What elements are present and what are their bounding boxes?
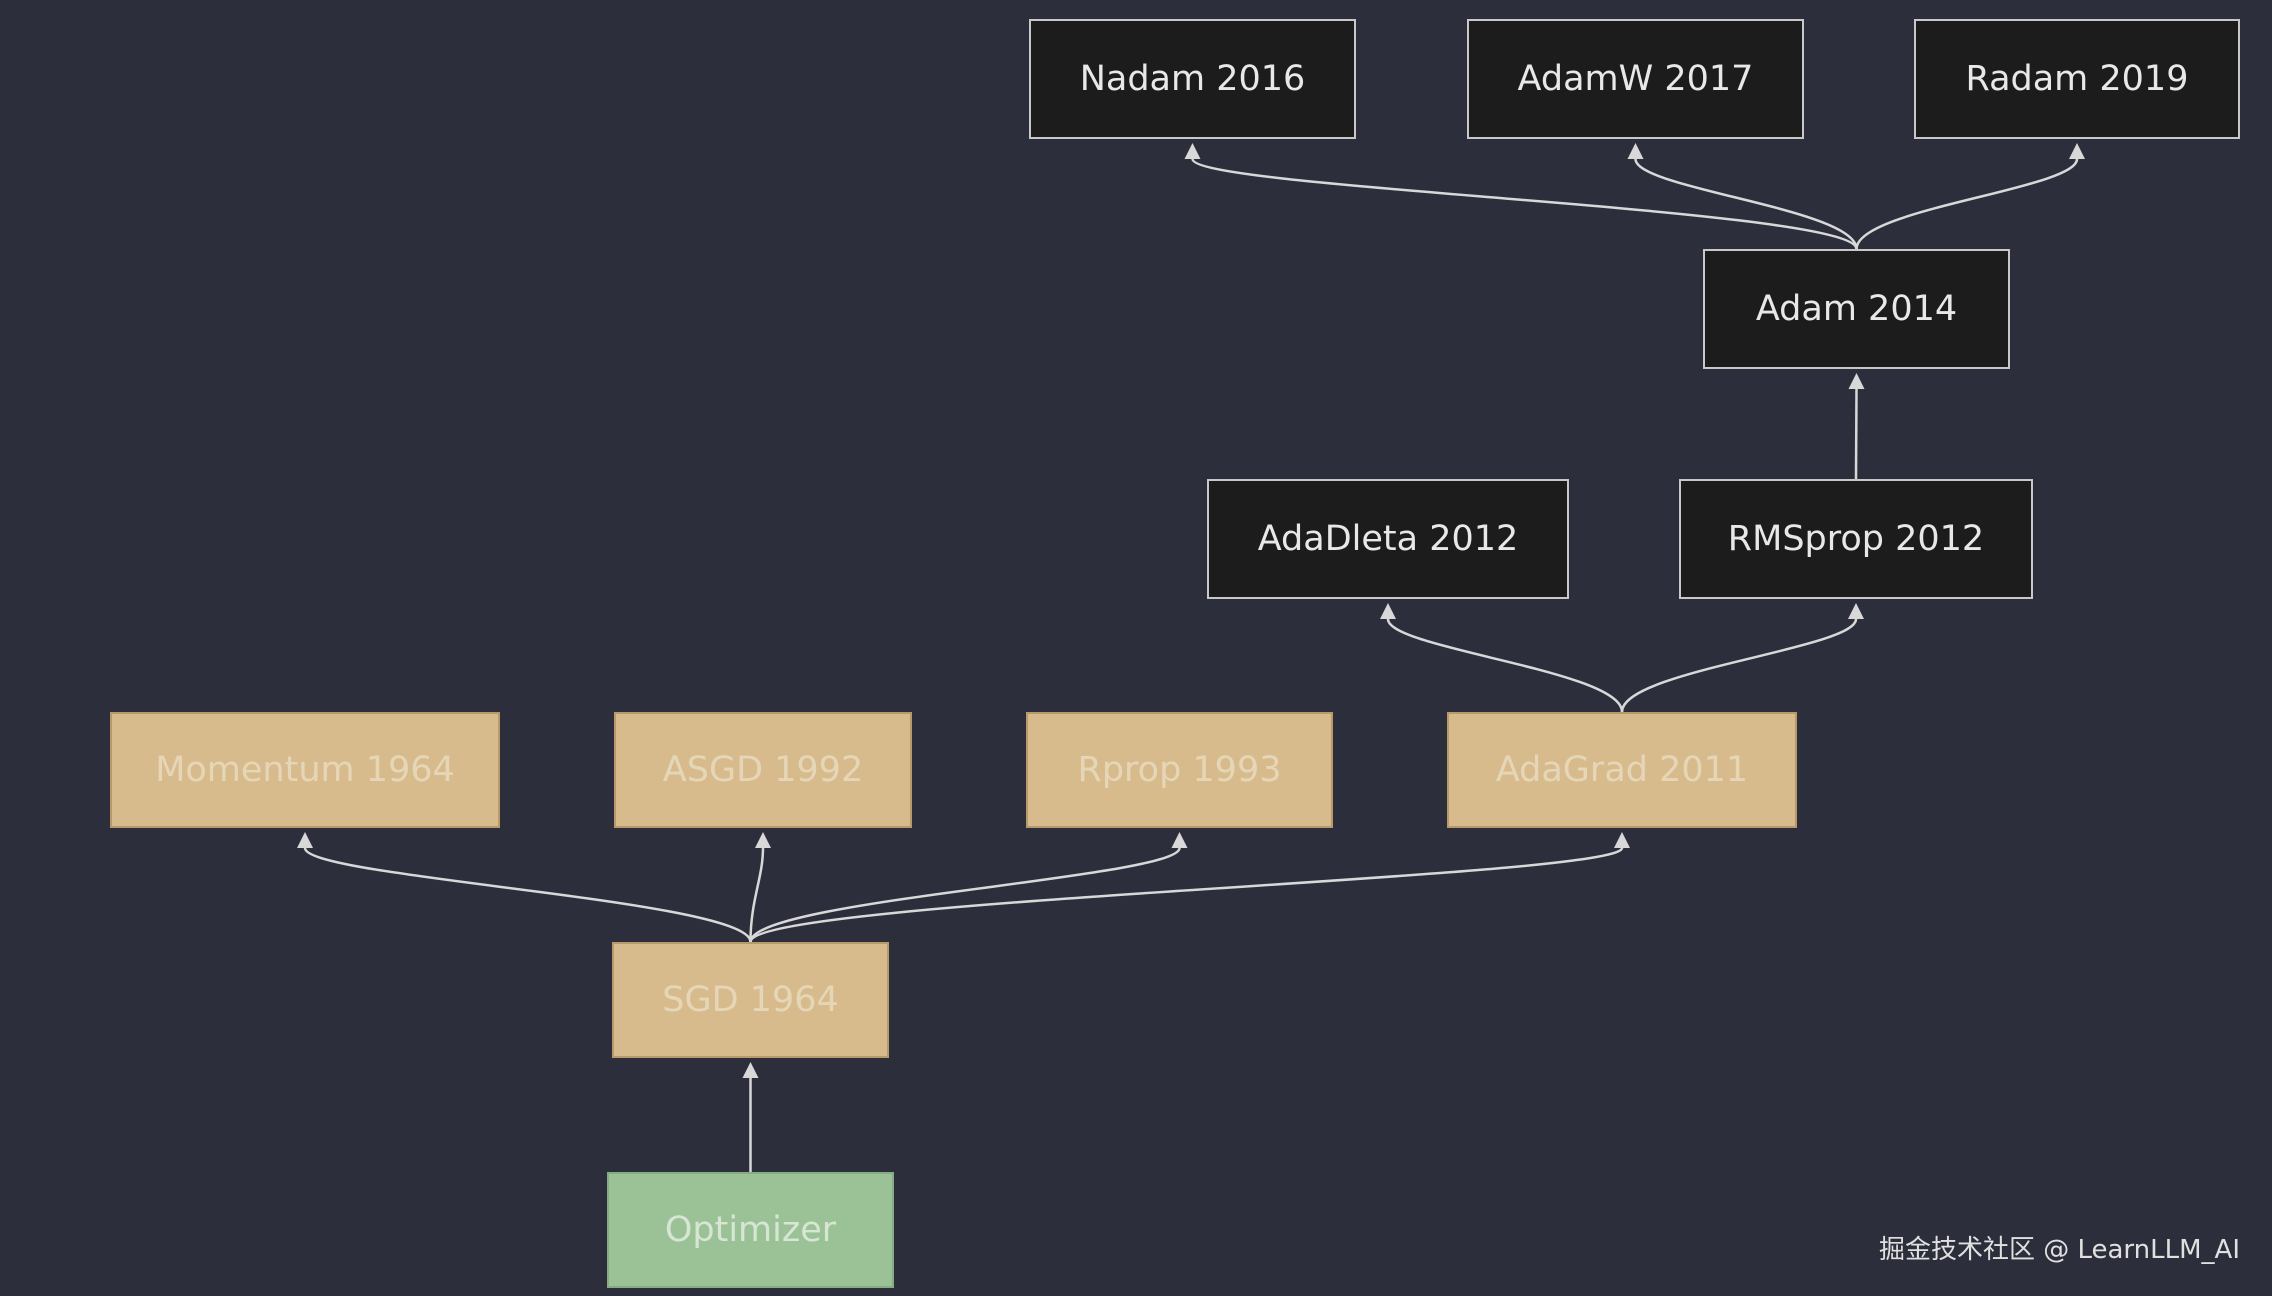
edge-sgd-to-rprop: [749, 847, 1181, 943]
arrowhead-adadelta: [1380, 603, 1396, 619]
node-radam: Radam 2019: [1914, 19, 2240, 139]
arrowhead-nadam: [1184, 143, 1201, 159]
arrowhead-rmsprop: [1848, 603, 1864, 619]
arrowhead-adamw: [1627, 143, 1644, 159]
arrowhead-sgd: [742, 1062, 759, 1078]
node-adadelta: AdaDleta 2012: [1207, 479, 1569, 599]
edge-sgd-to-adagrad: [749, 846, 1624, 943]
node-asgd: ASGD 1992: [614, 712, 912, 828]
node-nadam: Nadam 2016: [1029, 19, 1356, 139]
node-optimizer: Optimizer: [607, 1172, 894, 1288]
node-sgd: SGD 1964: [612, 942, 889, 1058]
edge-adagrad-to-rmsprop: [1620, 618, 1858, 713]
edge-adam-to-radam: [1855, 158, 2079, 250]
watermark: 掘金技术社区 @ LearnLLM_AI: [1878, 1235, 2240, 1265]
arrowhead-adam: [1848, 373, 1865, 389]
node-adam: Adam 2014: [1703, 249, 2010, 369]
edge-sgd-to-momentum: [303, 847, 752, 943]
edge-sgd-to-asgd: [749, 847, 765, 943]
edge-adam-to-adamw: [1634, 158, 1858, 250]
node-momentum: Momentum 1964: [110, 712, 500, 828]
edge-adagrad-to-adadelta: [1386, 618, 1624, 713]
edge-rmsprop-to-adam: [1854, 388, 1858, 480]
arrowhead-radam: [2069, 143, 2085, 159]
node-adagrad: AdaGrad 2011: [1447, 712, 1797, 828]
node-rmsprop: RMSprop 2012: [1679, 479, 2033, 599]
arrowhead-adagrad: [1614, 832, 1630, 848]
edge-adam-to-nadam: [1191, 157, 1858, 250]
arrowhead-momentum: [297, 832, 313, 848]
node-rprop: Rprop 1993: [1026, 712, 1333, 828]
arrowhead-rprop: [1171, 832, 1188, 848]
node-adamw: AdamW 2017: [1467, 19, 1804, 139]
arrowhead-asgd: [755, 832, 771, 848]
